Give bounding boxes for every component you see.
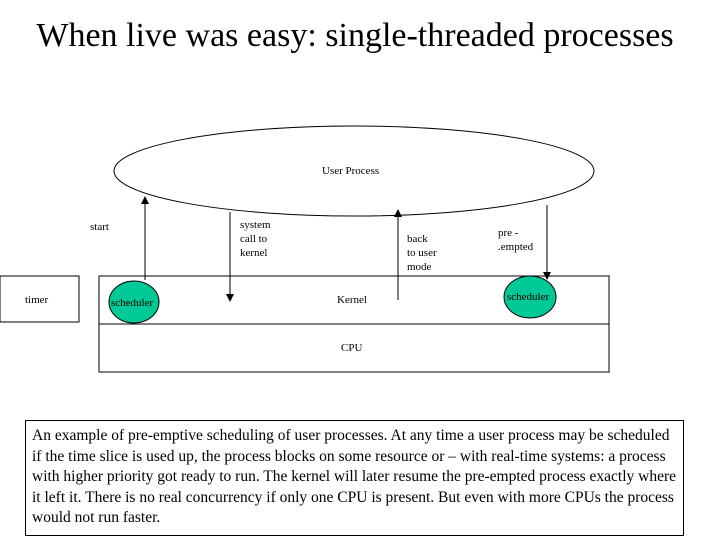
user-process-label: User Process [322,165,380,177]
kernel-label: Kernel [337,294,367,306]
slide-title: When live was easy: single-threaded proc… [36,17,674,54]
scheduler-right-label: scheduler [507,291,550,303]
preempted-label: pre - .empted [498,227,534,253]
timer-label: timer [25,294,49,306]
caption-text: An example of pre-emptive scheduling of … [32,427,677,526]
timer-box [0,275,80,323]
caption-box: An example of pre-emptive scheduling of … [25,420,684,536]
scheduler-right-ellipse [503,275,557,319]
system-call-label: system call to kernel [240,219,271,259]
scheduler-left-ellipse [108,280,160,324]
cpu-label: CPU [341,342,363,354]
user-process-ellipse [113,125,595,217]
cpu-box [98,323,610,373]
start-label: start [90,221,109,233]
back-to-user-label: back to user mode [407,233,437,273]
scheduler-left-label: scheduler [111,297,154,309]
